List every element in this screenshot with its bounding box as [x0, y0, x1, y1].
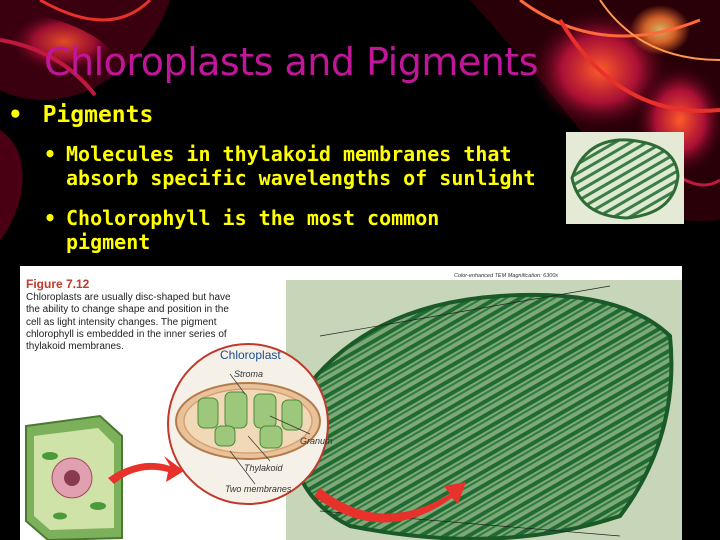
connector-arrows — [108, 456, 466, 523]
sub-bullet-molecules: • Molecules in thylakoid membranes that … — [44, 142, 536, 190]
bullet-text: Pigments — [42, 102, 154, 128]
stroma-label: Stroma — [234, 369, 264, 379]
bullet-pigments: • Pigments — [8, 102, 153, 128]
figure-caption: Chloroplasts are usually disc-shaped but… — [26, 292, 231, 353]
figure-title: Figure 7.12 — [26, 277, 90, 291]
sub-bullet-symbol: • — [44, 142, 57, 166]
granum-label: Granum — [300, 436, 333, 446]
plant-cell — [25, 414, 123, 540]
chloroplast-thumbnail-image — [566, 132, 684, 224]
swirl-left-edge — [0, 130, 23, 240]
sub-bullet-line: Cholorophyll is the most common — [66, 206, 440, 230]
sub-bullet-line: absorb specific wavelengths of sunlight — [66, 166, 536, 190]
swirl-top-left — [0, 0, 170, 100]
tem-magnification-label: Color-enhanced TEM Magnification: 6300x — [454, 273, 559, 279]
thylakoid-label: Thylakoid — [244, 463, 283, 473]
figure-illustration — [25, 280, 682, 540]
bullet-symbol: • — [8, 102, 23, 128]
chloroplast-label: Chloroplast — [220, 348, 281, 362]
slide-title: Chloroplasts and Pigments — [44, 40, 539, 84]
sub-bullet-chlorophyll: • Cholorophyll is the most common pigmen… — [44, 206, 439, 254]
two-membranes-label: Two membranes — [225, 484, 292, 494]
sub-bullet-line: pigment — [66, 230, 151, 254]
sub-bullet-symbol: • — [44, 206, 57, 230]
sub-bullet-line: Molecules in thylakoid membranes that — [66, 142, 512, 166]
textbook-figure: Figure 7.12 Chloroplasts are usually dis… — [20, 266, 682, 540]
chloroplast-cutaway — [167, 285, 621, 537]
tem-micrograph — [285, 280, 682, 540]
